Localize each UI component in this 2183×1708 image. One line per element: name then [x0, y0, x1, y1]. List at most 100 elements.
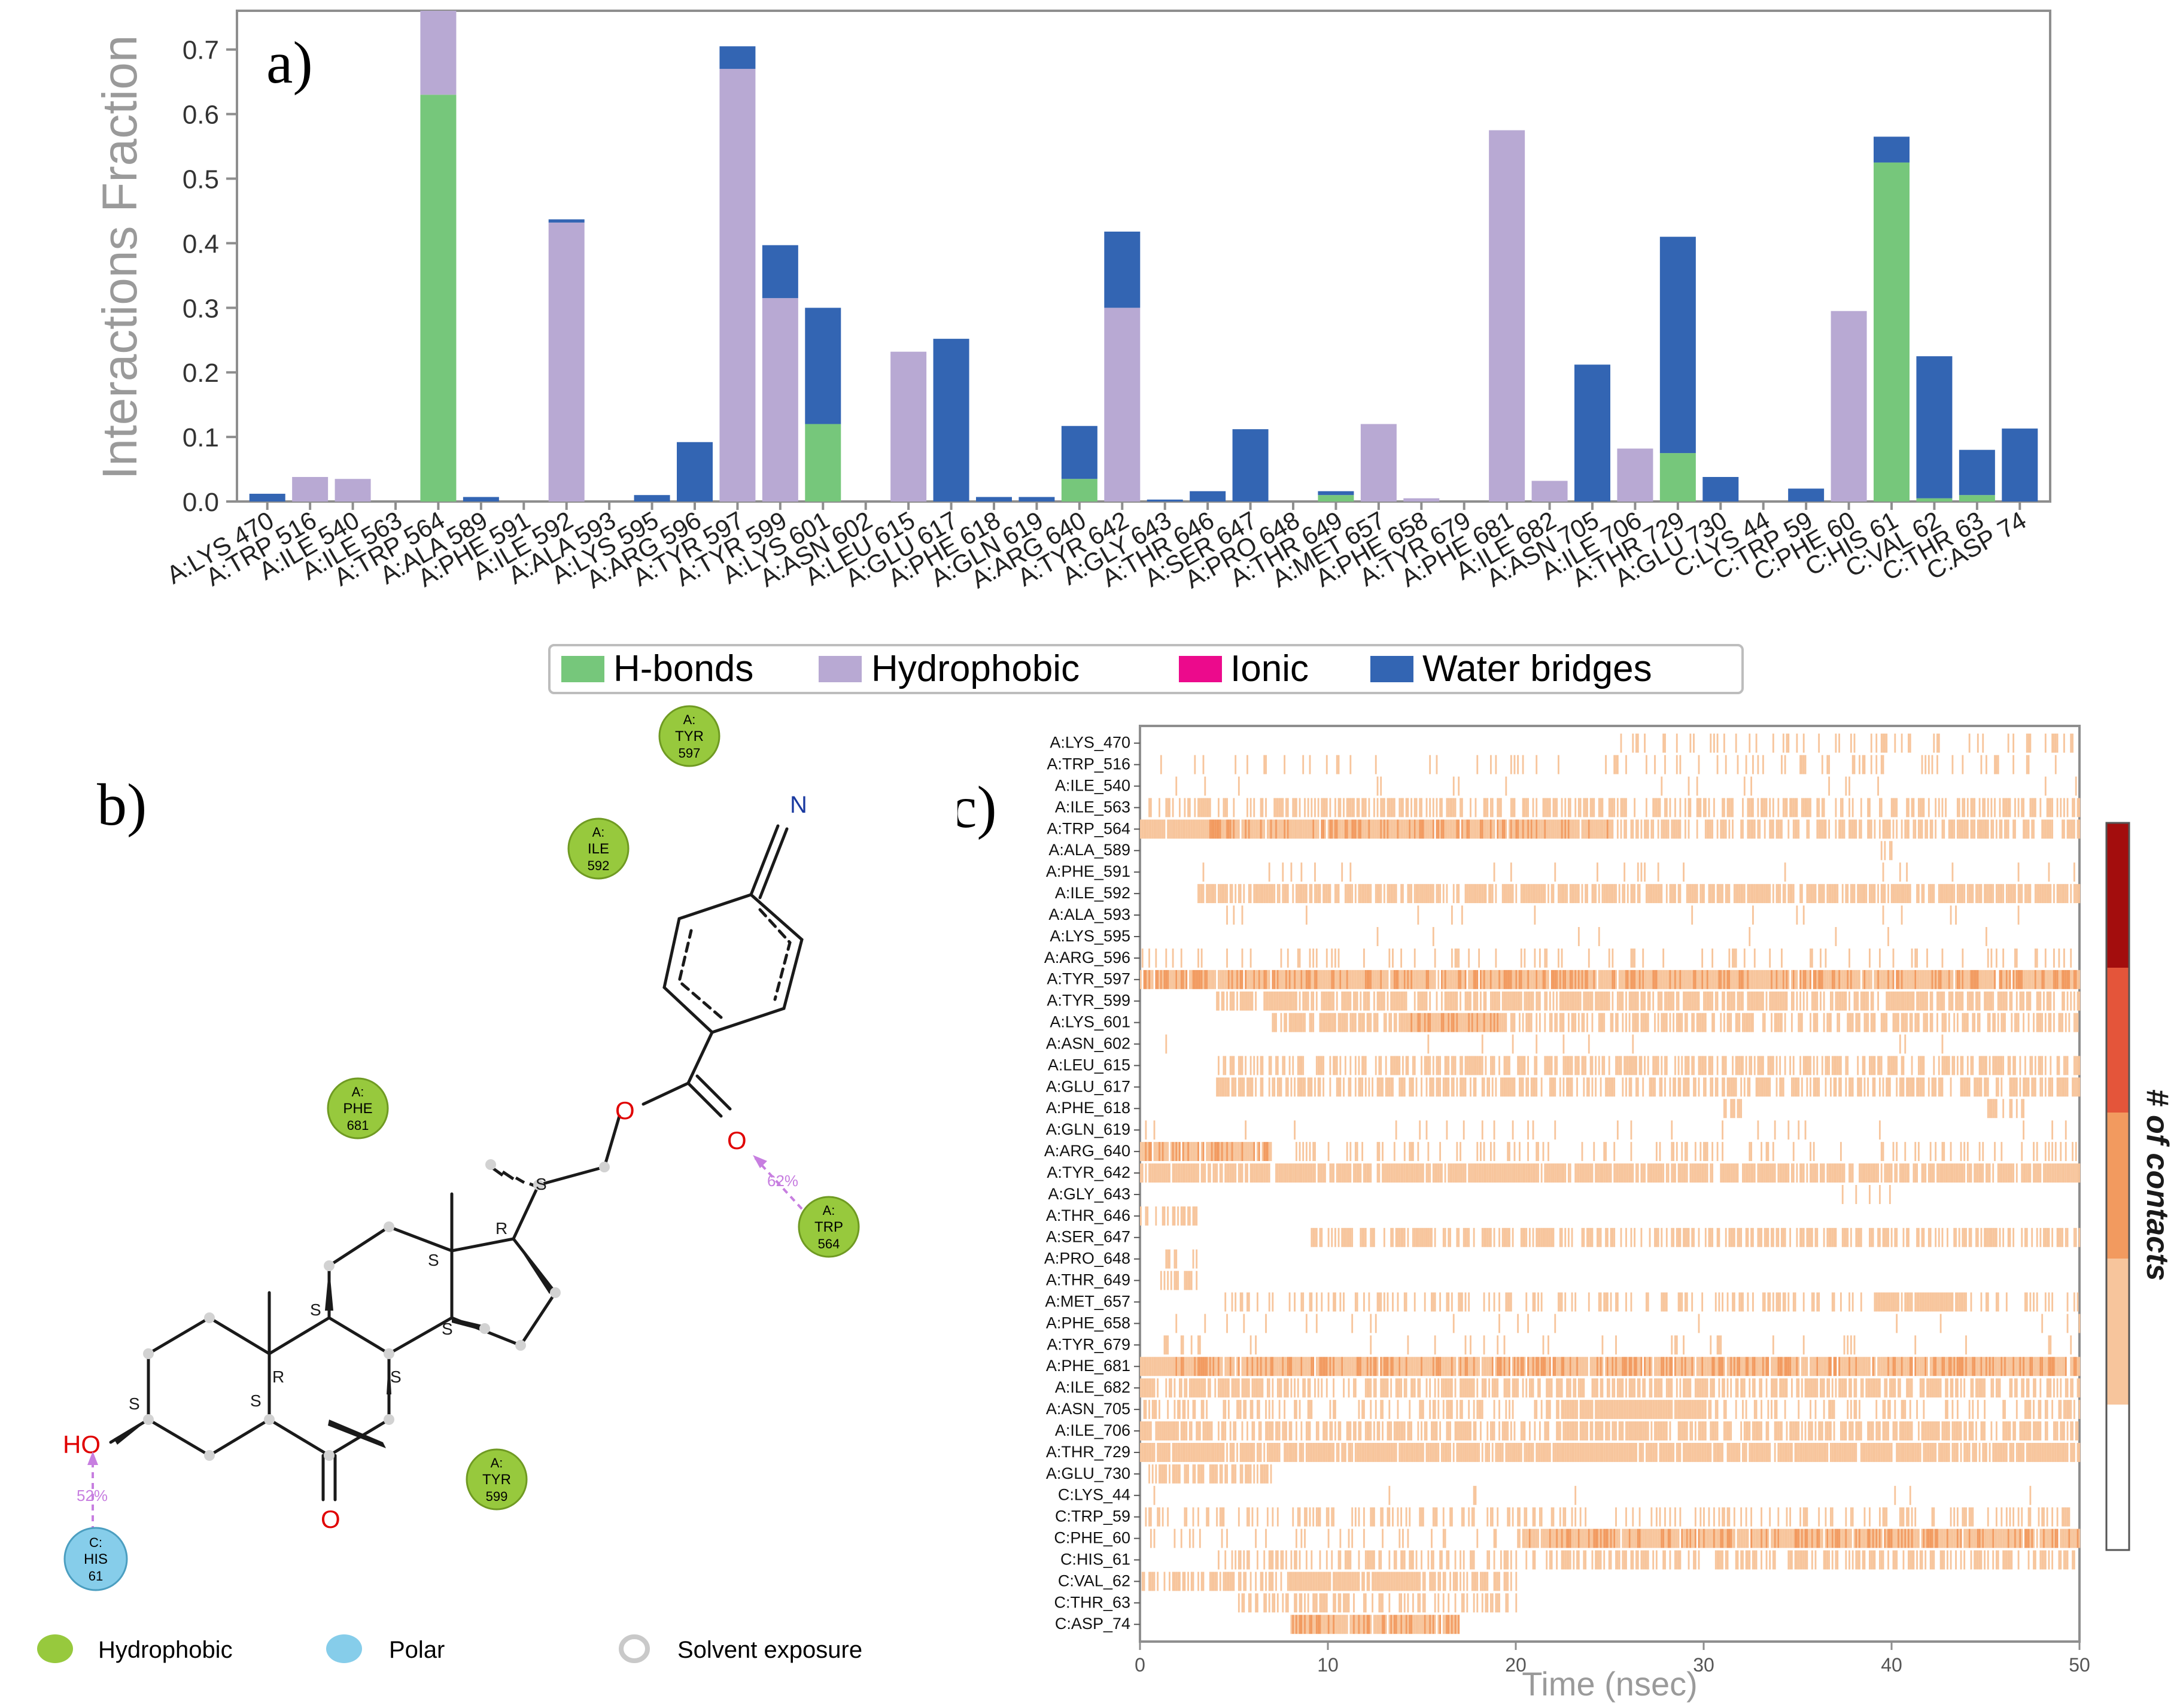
contact-cell — [1581, 1357, 1583, 1376]
contact-cell — [1686, 991, 1688, 1011]
contact-cell — [1898, 970, 1899, 989]
contact-cell — [1295, 1163, 1297, 1183]
contact-cell — [2033, 798, 2035, 817]
contact-cell — [1943, 1292, 1945, 1312]
contact-cell — [1483, 1077, 1485, 1097]
contact-cell — [1507, 1163, 1509, 1183]
contact-cell — [1828, 1056, 1831, 1075]
contact-cell — [1405, 819, 1407, 839]
contact-cell — [1276, 1056, 1279, 1075]
contact-cell — [1635, 733, 1637, 753]
contact-cell — [1684, 1077, 1686, 1097]
contact-cell — [1337, 884, 1340, 904]
contact-cell — [1740, 1292, 1743, 1312]
contact-cell — [1603, 884, 1606, 904]
contact-cell — [1223, 819, 1225, 839]
bar-segment — [976, 497, 1012, 502]
contact-cell — [1914, 1013, 1917, 1032]
contact-cell — [1647, 884, 1649, 904]
contact-cell — [1845, 970, 1847, 989]
contact-cell — [1147, 1357, 1149, 1376]
contact-cell — [1689, 733, 1692, 753]
contact-cell — [1743, 884, 1746, 904]
contact-cell — [1980, 755, 1983, 774]
contact-cell — [1468, 1056, 1470, 1075]
contact-cell — [1796, 819, 1798, 839]
contact-cell — [1413, 991, 1416, 1011]
contact-cell — [1986, 991, 1987, 1011]
contact-cell — [1188, 1357, 1191, 1376]
contact-cell — [1385, 1357, 1387, 1376]
contact-cell — [1177, 970, 1179, 989]
contact-cell — [1434, 948, 1436, 968]
contact-cell — [1478, 884, 1480, 904]
contact-cell — [1779, 970, 1781, 989]
contact-cell — [1145, 819, 1147, 839]
contact-cell — [1847, 970, 1849, 989]
contact-cell — [1288, 991, 1291, 1011]
contact-cell — [1491, 819, 1494, 839]
contact-cell — [1571, 991, 1573, 1011]
contact-cell — [1476, 884, 1479, 904]
contact-cell — [1917, 991, 1920, 1011]
contact-cell — [2017, 798, 2020, 817]
contact-cell — [2004, 991, 2006, 1011]
contact-cell — [1559, 884, 1561, 904]
contact-cell — [1239, 1077, 1242, 1097]
contact-cell — [2058, 1056, 2060, 1075]
bar-segment — [1702, 477, 1739, 502]
contact-cell — [1994, 755, 1996, 774]
contact-cell — [1583, 819, 1585, 839]
contact-cell — [2014, 884, 2016, 904]
contact-cell — [1965, 819, 1967, 839]
contact-cell — [1997, 1163, 1999, 1183]
contact-cell — [1978, 798, 1981, 817]
contact-cell — [1978, 1013, 1981, 1032]
contact-cell — [1532, 970, 1534, 989]
contact-cell — [1194, 819, 1196, 839]
contact-cell — [1253, 798, 1255, 817]
contact-cell — [1265, 1163, 1267, 1183]
contact-cell — [1901, 1292, 1903, 1312]
contact-cell — [1273, 1013, 1276, 1032]
contact-cell — [2078, 884, 2081, 904]
contact-cell — [1630, 970, 1632, 989]
contact-cell — [1522, 755, 1524, 774]
contact-cell — [1238, 1357, 1240, 1376]
contact-cell — [1769, 1292, 1771, 1312]
contact-cell — [1525, 798, 1528, 817]
contact-cell — [1801, 1077, 1803, 1097]
contact-cell — [1331, 819, 1333, 839]
contact-cell — [1630, 1357, 1632, 1376]
contact-cell — [1162, 1357, 1164, 1376]
contact-cell — [1972, 970, 1974, 989]
contact-cell — [1493, 1142, 1495, 1162]
contact-cell — [1474, 1163, 1477, 1183]
contact-cell — [1444, 991, 1446, 1011]
contact-cell — [1794, 970, 1796, 989]
contact-cell — [1272, 1357, 1274, 1376]
contact-cell — [1287, 1077, 1289, 1097]
contact-cell — [1356, 1357, 1358, 1376]
contact-cell — [1256, 1163, 1258, 1183]
contact-cell — [1978, 970, 1981, 989]
contact-cell — [1955, 1227, 1957, 1247]
contact-cell — [2036, 948, 2038, 968]
bar-segment — [762, 298, 798, 502]
contact-cell — [1665, 991, 1668, 1011]
contact-cell — [1711, 819, 1714, 839]
contact-cell — [1507, 991, 1509, 1011]
contact-cell — [1358, 1163, 1360, 1183]
contact-cell — [1344, 1056, 1346, 1075]
contact-cell — [1224, 1142, 1227, 1162]
contact-cell — [2029, 884, 2032, 904]
contact-cell — [2021, 991, 2023, 1011]
contact-cell — [1536, 1142, 1538, 1162]
contact-cell — [1333, 1163, 1334, 1183]
contact-cell — [1586, 884, 1588, 904]
contact-cell — [1759, 1163, 1761, 1183]
contact-cell — [1488, 1227, 1490, 1247]
contact-cell — [1972, 798, 1974, 817]
contact-cell — [1314, 884, 1316, 904]
contact-cell — [1214, 1163, 1217, 1183]
